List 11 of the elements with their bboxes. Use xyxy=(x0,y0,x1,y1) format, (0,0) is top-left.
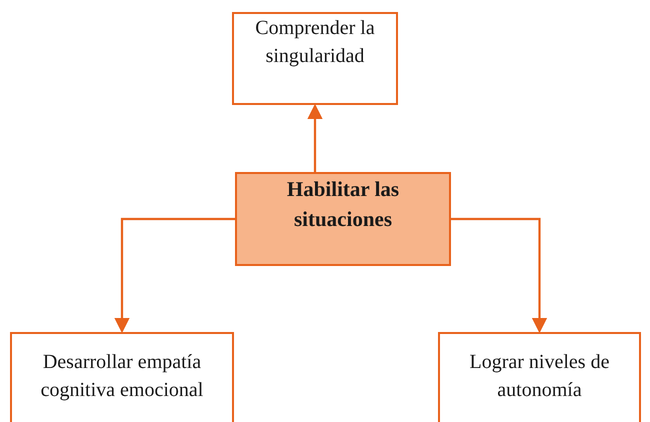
concept-box xyxy=(438,332,641,422)
concept-box xyxy=(10,332,234,422)
concept-box xyxy=(232,12,398,105)
central-box xyxy=(235,172,451,266)
box-text: Lograr niveles de autonomía xyxy=(468,350,610,403)
box-text: Desarrollar empatía cognitiva emocional xyxy=(40,350,204,403)
box-text: Habilitar las situaciones xyxy=(286,176,400,233)
arrow xyxy=(114,218,235,334)
box-text: Comprender la singularidad xyxy=(254,16,376,69)
arrow xyxy=(307,104,323,172)
arrow xyxy=(451,218,548,334)
